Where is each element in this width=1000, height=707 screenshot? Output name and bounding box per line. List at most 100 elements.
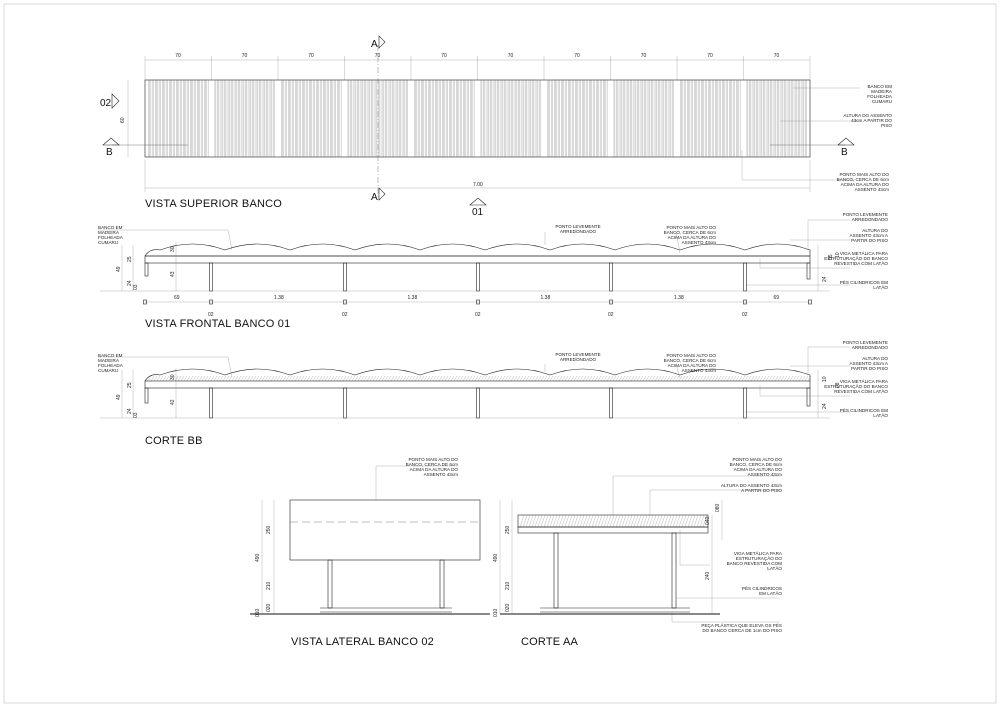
top-module-dim: 70: [175, 53, 181, 59]
dim: 490: [493, 553, 499, 562]
dim: 24: [127, 280, 133, 286]
aa-leg-left: [553, 532, 559, 609]
top-depth-dim: 60: [120, 117, 126, 123]
leg-end: [144, 387, 149, 404]
leg: [343, 387, 347, 419]
front-span-dim: 69: [174, 295, 180, 301]
front-seat-wave: [144, 243, 811, 257]
dim: 010: [493, 608, 499, 617]
dim: 43: [170, 271, 176, 277]
dim: 10: [822, 376, 828, 382]
dim: 24: [822, 276, 828, 282]
top-module-dim: 70: [242, 53, 248, 59]
front-span-dim: 1.38: [541, 295, 551, 301]
section-a-bottom-arrow: [378, 187, 386, 201]
dim: 010: [255, 608, 261, 617]
leg: [609, 262, 613, 292]
dim: 49: [116, 266, 122, 272]
dim: 210: [505, 581, 511, 590]
front-span-dim: 1.38: [408, 295, 418, 301]
leg: [476, 387, 480, 419]
section-a-bottom-letter: A: [371, 192, 378, 203]
dim: 250: [266, 525, 272, 534]
front-legs: [144, 262, 811, 292]
section-a-top-letter: A: [371, 39, 378, 50]
dim: 03: [133, 412, 139, 418]
marker-02-arrow: [111, 93, 120, 109]
dim: 08: [835, 382, 841, 388]
side-view-title: VISTA LATERAL BANCO 02: [291, 636, 434, 648]
front-leg-dim: 02: [342, 312, 348, 318]
top-view-title: VISTA SUPERIOR BANCO: [145, 198, 282, 210]
leg: [343, 262, 347, 292]
leg-end: [144, 262, 149, 277]
dim: 30: [170, 246, 176, 252]
top-bench-outline: [144, 79, 811, 158]
side-leg-left: [327, 559, 333, 609]
section-b-left-letter: B: [106, 147, 113, 158]
dim: 49: [116, 394, 122, 400]
dim: 040: [705, 516, 711, 525]
top-module-dim: 70: [574, 53, 580, 59]
leg: [209, 262, 213, 292]
bb-section-hatch: [147, 375, 812, 382]
aa-section-hatch: [519, 514, 708, 528]
leg: [476, 262, 480, 292]
section-b-left-arrow: [102, 137, 120, 146]
dim: 020: [505, 603, 511, 612]
dim: 05: [828, 254, 834, 260]
dim: 24: [127, 408, 133, 414]
front-leg-dim: 02: [208, 312, 214, 318]
top-module-dim: 70: [375, 53, 381, 59]
dim: 210: [266, 581, 272, 590]
bb-seat-wave: [144, 368, 811, 382]
marker-01-arrow: [469, 197, 487, 206]
leg: [609, 387, 613, 419]
bb-beam: [144, 380, 811, 389]
front-leg-dim: 02: [475, 312, 481, 318]
dim: 03: [133, 284, 139, 290]
dim: 240: [705, 571, 711, 580]
dim: 30: [170, 374, 176, 380]
dim: 020: [266, 603, 272, 612]
leg-end: [806, 387, 811, 407]
top-module-dim: 70: [308, 53, 314, 59]
leg: [743, 387, 747, 419]
front-span-dim: 1.38: [674, 295, 684, 301]
dim: 42: [170, 399, 176, 405]
section-aa-title: CORTE AA: [521, 636, 578, 648]
dim: 25: [127, 256, 133, 262]
top-module-dim: 70: [774, 53, 780, 59]
section-b-right-letter: B: [841, 147, 848, 158]
dim: 490: [255, 553, 261, 562]
top-total-length: 7.00: [473, 182, 483, 188]
side-leg-right: [439, 559, 445, 609]
section-bb-title: CORTE BB: [145, 435, 203, 447]
front-view-title: VISTA FRONTAL BANCO 01: [145, 318, 290, 330]
dim: 250: [505, 525, 511, 534]
